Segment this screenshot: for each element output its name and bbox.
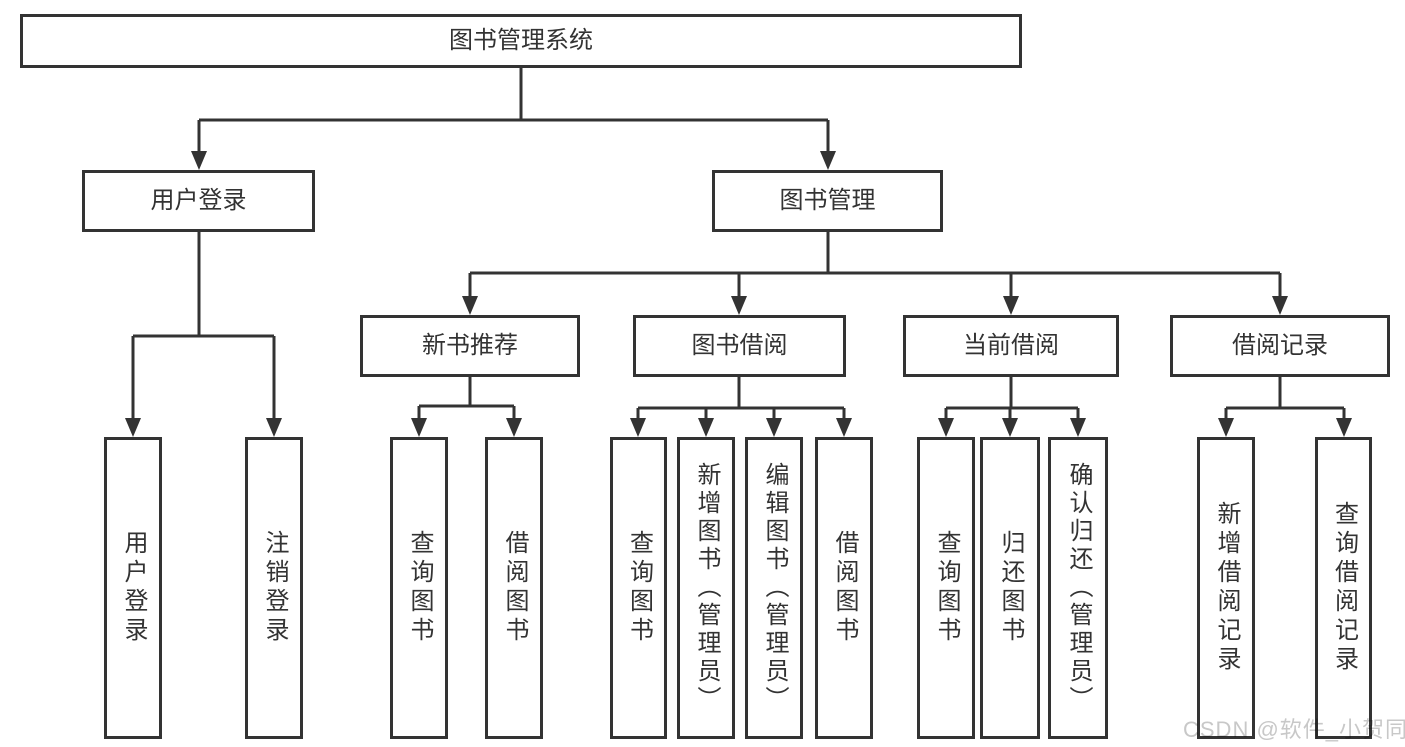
node-label: 查询图书 — [625, 530, 653, 646]
arrow-icon — [506, 418, 522, 437]
node-label: 用户登录 — [150, 187, 247, 214]
leaf-borrow-book: 借阅图书 — [485, 437, 543, 739]
node-label: 确认归还（管理员） — [1065, 462, 1092, 714]
arrow-icon — [1272, 296, 1288, 315]
leaf-edit-book-admin: 编辑图书（管理员） — [745, 437, 803, 739]
node-book-management: 图书管理 — [712, 170, 943, 232]
node-label: 借阅图书 — [501, 530, 528, 646]
leaf-current-query-book: 查询图书 — [917, 437, 975, 739]
node-label: 新书推荐 — [422, 332, 518, 359]
arrow-icon — [462, 296, 478, 315]
node-label: 用户登录 — [120, 530, 147, 646]
arrow-icon — [836, 418, 852, 437]
node-label: 查询图书 — [933, 530, 960, 646]
leaf-confirm-return-admin: 确认归还（管理员） — [1048, 437, 1108, 739]
node-label: 新增借阅记录 — [1213, 501, 1240, 675]
csdn-watermark: CSDN @软件_小贺同学 — [1183, 717, 1405, 742]
leaf-borrowing-query-book: 查询图书 — [610, 437, 667, 739]
node-borrowing-records: 借阅记录 — [1170, 315, 1390, 377]
arrow-icon — [1218, 418, 1234, 437]
node-label: 当前借阅 — [963, 332, 1059, 359]
node-label: 图书管理 — [779, 187, 876, 214]
arrow-icon — [125, 418, 141, 437]
node-book-borrowing: 图书借阅 — [633, 315, 846, 377]
node-label: 借阅记录 — [1232, 332, 1328, 359]
arrow-icon — [630, 418, 646, 437]
arrow-icon — [766, 418, 782, 437]
leaf-query-book: 查询图书 — [390, 437, 448, 739]
node-label: 图书借阅 — [691, 332, 788, 359]
leaf-logout: 注销登录 — [245, 437, 303, 739]
node-user-login: 用户登录 — [82, 170, 315, 232]
node-current-borrowing: 当前借阅 — [903, 315, 1119, 377]
node-label: 编辑图书（管理员） — [761, 462, 788, 714]
arrow-icon — [938, 418, 954, 437]
node-new-book-recommendation: 新书推荐 — [360, 315, 580, 377]
node-label: 新增图书（管理员） — [693, 462, 720, 714]
arrow-icon — [1336, 418, 1352, 437]
arrow-icon — [820, 151, 836, 170]
node-label: 图书管理系统 — [449, 27, 593, 54]
node-label: 注销登录 — [261, 530, 288, 646]
arrow-icon — [698, 418, 714, 437]
leaf-query-borrow-record: 查询借阅记录 — [1315, 437, 1372, 739]
arrow-icon — [191, 151, 207, 170]
leaf-add-book-admin: 新增图书（管理员） — [677, 437, 735, 739]
leaf-user-login: 用户登录 — [104, 437, 162, 739]
node-label: 借阅图书 — [831, 530, 858, 646]
node-label: 查询图书 — [406, 530, 433, 646]
arrow-icon — [731, 296, 747, 315]
arrow-icon — [1003, 296, 1019, 315]
arrow-icon — [266, 418, 282, 437]
node-label: 归还图书 — [997, 530, 1024, 646]
node-library-management-system: 图书管理系统 — [20, 14, 1022, 68]
leaf-add-borrow-record: 新增借阅记录 — [1197, 437, 1255, 739]
arrow-icon — [411, 418, 427, 437]
leaf-borrowing-borrow-book: 借阅图书 — [815, 437, 873, 739]
node-label: 查询借阅记录 — [1330, 501, 1358, 675]
arrow-icon — [1002, 418, 1018, 437]
arrow-icon — [1070, 418, 1086, 437]
leaf-return-book: 归还图书 — [980, 437, 1040, 739]
